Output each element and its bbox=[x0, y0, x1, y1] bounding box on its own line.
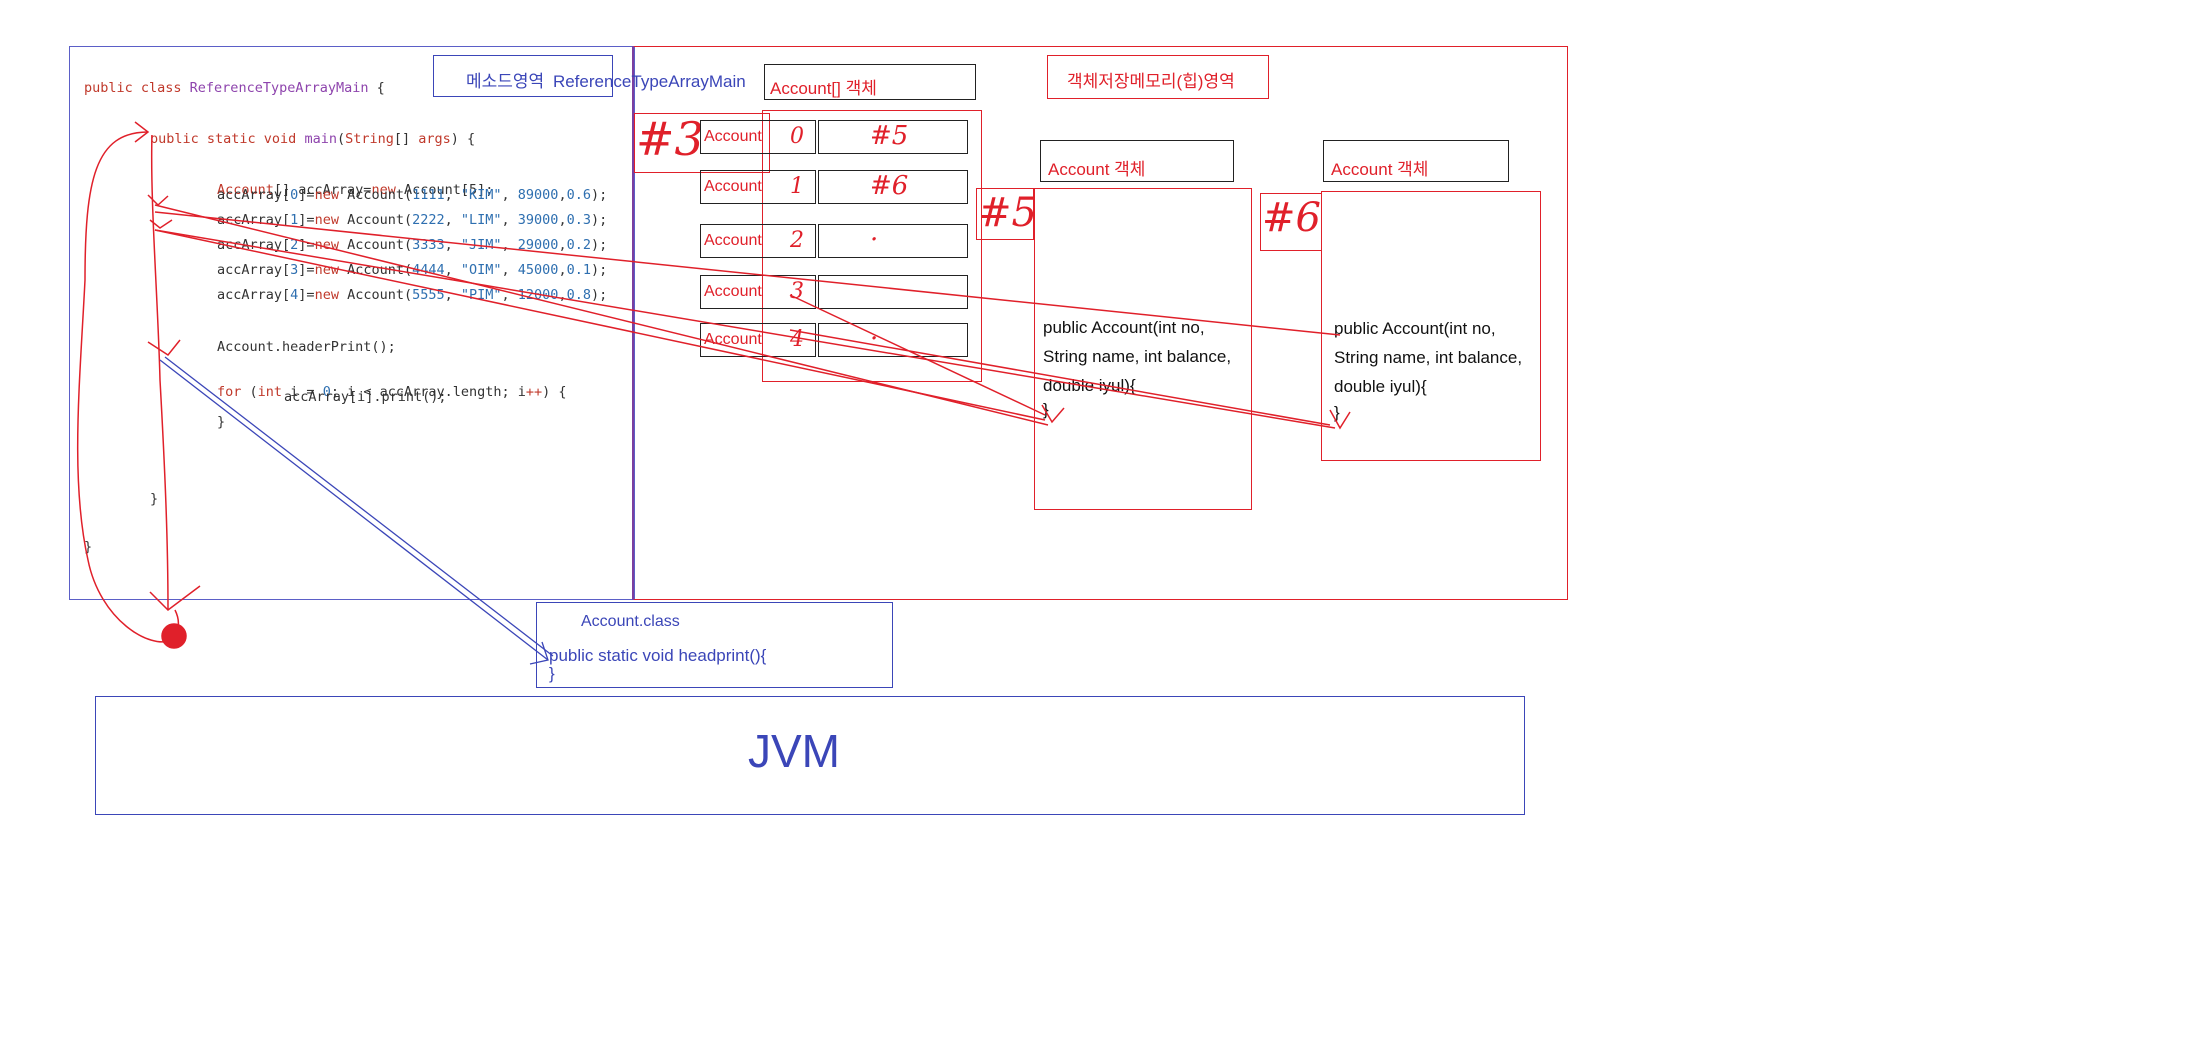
code-line-assign-0: accArray[0]=new Account(1111, "KIM", 890… bbox=[217, 187, 608, 203]
account-class-brace: } bbox=[549, 664, 555, 683]
code-close-class: } bbox=[84, 539, 93, 555]
end-dot bbox=[161, 623, 187, 649]
slot-type-box-1 bbox=[700, 170, 816, 204]
slot-index-1: 1 bbox=[790, 174, 804, 199]
method-area-label-box bbox=[433, 55, 613, 97]
jvm-label: JVM bbox=[748, 725, 840, 777]
slot-value-1: #6 bbox=[870, 171, 909, 201]
slot-type-3: Account bbox=[704, 283, 762, 300]
code-line-assign-1: accArray[1]=new Account(2222, "LIM", 390… bbox=[217, 212, 608, 228]
slot-value-2: · bbox=[870, 225, 879, 255]
slot-type-0: Account bbox=[704, 128, 762, 145]
slot-value-box-2 bbox=[818, 224, 968, 258]
slot-value-box-1 bbox=[818, 170, 968, 204]
object-title-box-0 bbox=[1040, 140, 1234, 182]
object-brace-1: } bbox=[1334, 403, 1340, 422]
code-line-assign-2: accArray[2]=new Account(3333, "JIM", 290… bbox=[217, 237, 608, 253]
array-title: Account[] 객체 bbox=[770, 79, 877, 98]
heap-label-box bbox=[1047, 55, 1269, 99]
object-title-0: Account 객체 bbox=[1048, 160, 1146, 179]
slot-value-0: #5 bbox=[870, 121, 909, 151]
jvm-box bbox=[95, 696, 1525, 815]
account-class-title: Account.class bbox=[581, 613, 680, 630]
array-title-box bbox=[764, 64, 976, 100]
code-line-assign-4: accArray[4]=new Account(5555, "PIM", 120… bbox=[217, 287, 608, 303]
slot-value-box-0 bbox=[818, 120, 968, 154]
array-ref-box bbox=[634, 113, 770, 173]
code-line-class: public class ReferenceTypeArrayMain { bbox=[84, 80, 385, 96]
object-constructor-1: public Account(int no, String name, int … bbox=[1334, 319, 1523, 396]
slot-index-4: 4 bbox=[790, 327, 804, 352]
slot-value-box-4 bbox=[818, 323, 968, 357]
object-title-1: Account 객체 bbox=[1331, 160, 1429, 179]
slot-type-2: Account bbox=[704, 232, 762, 249]
code-line-array-decl: Account[] accArray=new Account[5]; bbox=[217, 182, 494, 198]
method-area-class-name: ReferenceTypeArrayMain bbox=[552, 72, 746, 91]
object-constructor-0: public Account(int no, String name, int … bbox=[1043, 318, 1232, 395]
object-brace-0: } bbox=[1043, 400, 1049, 419]
slot-type-box-0 bbox=[700, 120, 816, 154]
method-area-label: 메소드영역 ReferenceTypeArrayMain bbox=[466, 72, 746, 91]
code-line-header-print: Account.headerPrint(); bbox=[217, 339, 396, 355]
array-ref-label: #3 bbox=[636, 112, 704, 166]
code-line-assign-3: accArray[3]=new Account(4444, "OIM", 450… bbox=[217, 262, 608, 278]
slot-value-4: · bbox=[870, 324, 879, 354]
code-line-main: public static void main(String[] args) { bbox=[150, 131, 476, 147]
code-line-print: accArray[i].print(); bbox=[284, 389, 447, 405]
slot-type-4: Account bbox=[704, 331, 762, 348]
slot-value-box-3 bbox=[818, 275, 968, 309]
slot-index-0: 0 bbox=[790, 124, 804, 149]
slot-index-2: 2 bbox=[790, 228, 804, 253]
heap-label: 객체저장메모리(힙)영역 bbox=[1067, 72, 1235, 91]
slot-index-3: 3 bbox=[790, 279, 804, 304]
object-ref-1: #6 bbox=[1262, 195, 1321, 241]
code-close-main: } bbox=[150, 491, 159, 507]
object-title-box-1 bbox=[1323, 140, 1509, 182]
slot-type-1: Account bbox=[704, 178, 762, 195]
account-class-method: public static void headprint(){ bbox=[549, 646, 767, 665]
object-ref-0: #5 bbox=[978, 190, 1037, 236]
code-close-for: } bbox=[217, 414, 226, 430]
